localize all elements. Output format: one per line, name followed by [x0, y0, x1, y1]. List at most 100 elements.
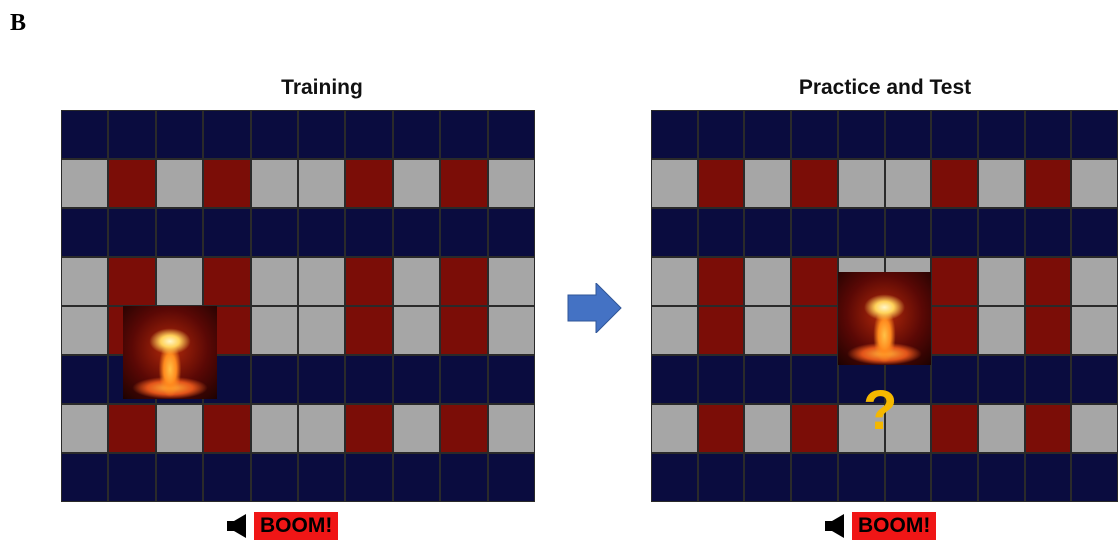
gray-tile	[978, 159, 1025, 208]
maroon-tile	[931, 306, 978, 355]
maroon-tile	[791, 306, 838, 355]
maroon-tile	[791, 257, 838, 306]
gray-tile	[1071, 404, 1118, 453]
navy-tile	[203, 208, 250, 257]
maroon-tile	[203, 257, 250, 306]
maroon-tile	[108, 404, 155, 453]
navy-tile	[1025, 355, 1072, 404]
navy-tile	[931, 453, 978, 502]
navy-tile	[978, 208, 1025, 257]
gray-tile	[488, 404, 535, 453]
maroon-tile	[698, 306, 745, 355]
navy-tile	[251, 208, 298, 257]
mushroom-cloud-icon	[123, 306, 218, 399]
gray-tile	[298, 404, 345, 453]
navy-tile	[744, 453, 791, 502]
gray-tile	[251, 159, 298, 208]
maroon-tile	[1025, 257, 1072, 306]
navy-tile	[651, 110, 698, 159]
navy-tile	[298, 110, 345, 159]
navy-tile	[791, 355, 838, 404]
navy-tile	[1071, 208, 1118, 257]
navy-tile	[1071, 110, 1118, 159]
grid-row	[651, 110, 1118, 159]
navy-tile	[108, 110, 155, 159]
gray-tile	[298, 159, 345, 208]
maroon-tile	[345, 257, 392, 306]
navy-tile	[298, 208, 345, 257]
boom-label: BOOM!	[852, 512, 936, 540]
gray-tile	[978, 306, 1025, 355]
gray-tile	[156, 257, 203, 306]
navy-tile	[488, 355, 535, 404]
gray-tile	[61, 257, 108, 306]
navy-tile	[838, 453, 885, 502]
maroon-tile	[440, 306, 487, 355]
maroon-tile	[698, 159, 745, 208]
maroon-tile	[440, 159, 487, 208]
speaker-icon	[226, 513, 248, 539]
navy-tile	[744, 110, 791, 159]
navy-tile	[345, 110, 392, 159]
navy-tile	[978, 355, 1025, 404]
gray-tile	[488, 159, 535, 208]
navy-tile	[156, 208, 203, 257]
navy-tile	[651, 355, 698, 404]
navy-tile	[1071, 453, 1118, 502]
maroon-tile	[203, 404, 250, 453]
right-arrow-icon	[566, 283, 622, 333]
navy-tile	[61, 355, 108, 404]
navy-tile	[251, 453, 298, 502]
maroon-tile	[345, 159, 392, 208]
navy-tile	[251, 110, 298, 159]
navy-tile	[791, 208, 838, 257]
maroon-tile	[1025, 306, 1072, 355]
maroon-tile	[698, 404, 745, 453]
gray-tile	[298, 257, 345, 306]
navy-tile	[1025, 110, 1072, 159]
maroon-tile	[931, 404, 978, 453]
gray-tile	[61, 159, 108, 208]
boom-label: BOOM!	[254, 512, 338, 540]
gray-tile	[651, 257, 698, 306]
gray-tile	[393, 159, 440, 208]
navy-tile	[298, 453, 345, 502]
grid-row	[61, 453, 535, 502]
question-mark: ?	[863, 382, 897, 438]
navy-tile	[1071, 355, 1118, 404]
practice-test-title: Practice and Test	[760, 76, 1010, 100]
grid-row	[651, 159, 1118, 208]
grid-row	[61, 404, 535, 453]
navy-tile	[108, 208, 155, 257]
gray-tile	[838, 159, 885, 208]
grid-row	[61, 208, 535, 257]
navy-tile	[651, 453, 698, 502]
navy-tile	[393, 208, 440, 257]
gray-tile	[156, 159, 203, 208]
navy-tile	[791, 110, 838, 159]
gray-tile	[1071, 306, 1118, 355]
navy-tile	[838, 110, 885, 159]
gray-tile	[251, 404, 298, 453]
navy-tile	[156, 453, 203, 502]
maroon-tile	[345, 404, 392, 453]
gray-tile	[251, 306, 298, 355]
gray-tile	[744, 306, 791, 355]
navy-tile	[838, 208, 885, 257]
gray-tile	[744, 257, 791, 306]
mushroom-cloud-icon	[838, 272, 931, 365]
gray-tile	[978, 257, 1025, 306]
navy-tile	[393, 453, 440, 502]
maroon-tile	[791, 404, 838, 453]
gray-tile	[651, 306, 698, 355]
navy-tile	[488, 208, 535, 257]
maroon-tile	[203, 159, 250, 208]
gray-tile	[651, 159, 698, 208]
navy-tile	[885, 110, 932, 159]
navy-tile	[1025, 208, 1072, 257]
maroon-tile	[440, 404, 487, 453]
maroon-tile	[931, 257, 978, 306]
navy-tile	[698, 355, 745, 404]
navy-tile	[298, 355, 345, 404]
gray-tile	[61, 404, 108, 453]
